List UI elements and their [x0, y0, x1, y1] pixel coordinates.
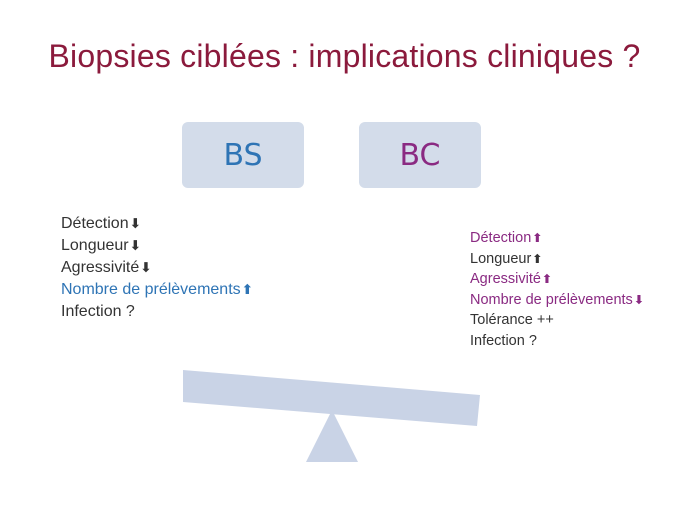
list-item: Nombre de prélèvements⬆ [61, 281, 254, 298]
arrow-icon: ⬇ [633, 292, 645, 307]
arrow-icon: ⬇ [140, 260, 152, 276]
list-item: Agressivité⬇ [61, 259, 152, 276]
bc-label: BC [399, 137, 441, 173]
list-item: Agressivité⬆ [470, 271, 553, 288]
list-item: Détection⬇ [61, 215, 141, 232]
arrow-icon: ⬆ [241, 282, 254, 298]
bc-criteria-list: Détection⬆ Longueur⬆ Agressivité⬆ Nombre… [470, 228, 644, 352]
list-item: Nombre de prélèvements⬇ [470, 291, 645, 308]
arrow-icon: ⬆ [532, 231, 543, 245]
arrow-icon: ⬇ [129, 238, 142, 254]
bs-box: BS [182, 122, 304, 188]
slide-title: Biopsies ciblées : implications clinique… [48, 38, 641, 74]
bs-label: BS [223, 137, 263, 173]
balance-fulcrum-icon [306, 410, 358, 462]
list-item: Longueur⬆ [470, 250, 543, 267]
plank-shape [183, 370, 480, 426]
arrow-icon: ⬇ [129, 216, 141, 232]
list-item: Infection ? [61, 303, 135, 320]
arrow-icon: ⬆ [532, 251, 543, 266]
list-item: Détection⬆ [470, 230, 543, 246]
bs-criteria-list: Détection⬇ Longueur⬇ Agressivité⬇ Nombre… [61, 213, 253, 323]
bc-box: BC [359, 122, 481, 188]
list-item: Longueur⬇ [61, 237, 142, 254]
list-item: Tolérance ++ [470, 312, 554, 329]
balance-plank-icon [183, 370, 480, 426]
fulcrum-shape [306, 410, 358, 462]
arrow-icon: ⬆ [541, 272, 553, 287]
list-item: Infection ? [470, 332, 537, 349]
